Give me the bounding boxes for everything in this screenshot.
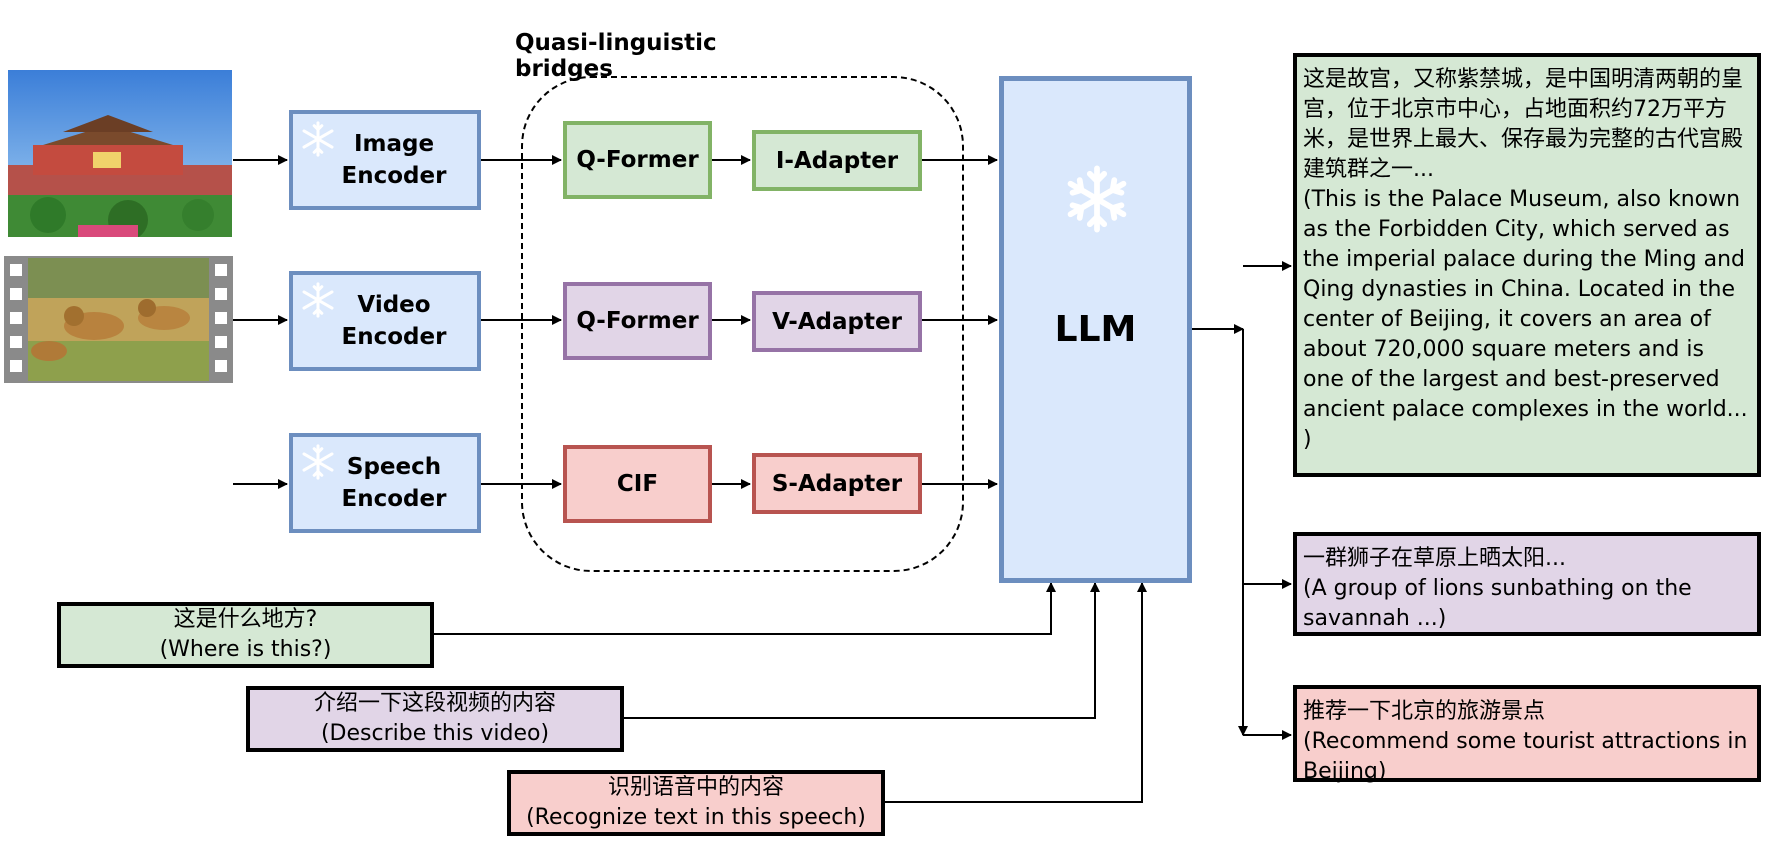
output-speech-answer: 推荐一下北京的旅游景点 (Recommend some tourist attr… (1293, 685, 1761, 784)
video-encoder-label: Video Encoder (341, 292, 447, 350)
prompt-video: 介绍一下这段视频的内容 (Describe this video) (246, 686, 624, 752)
snowflake-icon (302, 444, 334, 480)
speech-waveform (0, 425, 228, 540)
i-adapter-box: I-Adapter (752, 130, 922, 191)
s-adapter-box: S-Adapter (752, 453, 922, 514)
snowflake-icon (302, 282, 334, 318)
snowflake-icon (1067, 165, 1127, 233)
llm-label: LLM (1054, 309, 1137, 350)
prompt-speech: 识别语音中的内容 (Recognize text in this speech) (507, 770, 885, 836)
image-thumbnail (8, 70, 232, 237)
output-video-answer: 一群狮子在草原上晒太阳... (A group of lions sunbath… (1293, 532, 1761, 636)
cif-box: CIF (563, 445, 712, 523)
speech-encoder-label: Speech Encoder (341, 454, 447, 512)
image-encoder-label: Image Encoder (341, 131, 447, 189)
v-adapter-box: V-Adapter (752, 291, 922, 352)
bridge-group-outline (521, 76, 964, 572)
speech-encoder-box: Speech Encoder (289, 433, 481, 533)
q-former-image-box: Q-Former (563, 121, 712, 199)
bridge-title: Quasi-linguistic bridges (515, 30, 717, 82)
image-encoder-box: Image Encoder (289, 110, 481, 210)
output-image-answer: 这是故宫，又称紫禁城，是中国明清两朝的皇宫，位于北京市中心，占地面积约72万平方… (1293, 53, 1761, 477)
prompt-image: 这是什么地方? (Where is this?) (57, 602, 434, 668)
llm-box: LLM (999, 76, 1192, 583)
video-filmstrip (4, 256, 233, 383)
q-former-video-box: Q-Former (563, 282, 712, 360)
video-encoder-box: Video Encoder (289, 271, 481, 371)
snowflake-icon (302, 121, 334, 157)
